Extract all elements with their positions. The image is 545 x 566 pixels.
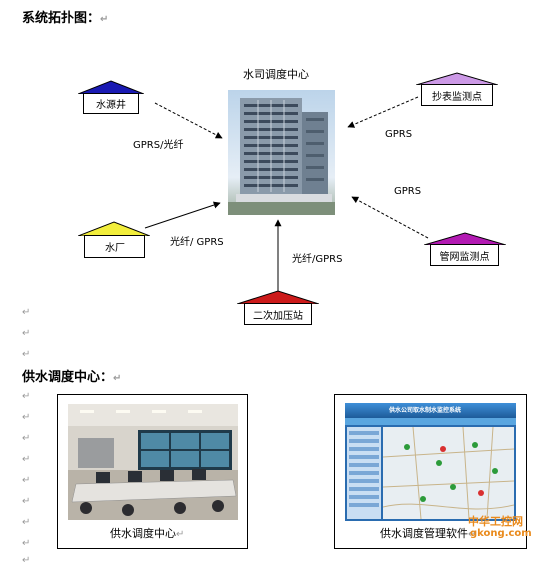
control-room-photo (68, 404, 238, 520)
booster-roof (237, 290, 319, 304)
node-meter-point: 抄表监测点 (421, 84, 493, 106)
paragraph-mark: ↵ (22, 555, 31, 566)
meter-point-roof (416, 72, 498, 85)
node-pipe-point: 管网监测点 (430, 244, 499, 266)
section-heading-dispatch: 供水调度中心：↵ (22, 370, 122, 385)
control-room-caption: 供水调度中心↵ (110, 527, 185, 540)
paragraph-mark: ↵ (22, 349, 31, 360)
software-titlebar: 供水公司取水制水监控系统 (345, 403, 516, 418)
software-screenshot: 供水公司取水制水监控系统 (345, 403, 516, 521)
control-room-frame: 供水调度中心↵ (57, 394, 248, 549)
software-map (382, 426, 515, 520)
link-plant-arrow (144, 201, 221, 229)
paragraph-mark: ↵ (22, 412, 31, 423)
link-source-arrow (154, 102, 223, 139)
watermark-logo: 中华工控网 (468, 515, 523, 528)
watermark-domain: gkong.com (470, 528, 532, 539)
link-label-booster: 光纤/GPRS (292, 254, 343, 265)
pipe-point-roof (424, 232, 506, 245)
paragraph-mark: ↵ (22, 496, 31, 507)
link-meter-arrow (347, 96, 419, 128)
paragraph-mark: ↵ (22, 307, 31, 318)
software-side-panel (347, 427, 381, 519)
center-title: 水司调度中心 (243, 68, 309, 81)
paragraph-mark: ↵ (113, 373, 122, 384)
paragraph-mark: ↵ (22, 454, 31, 465)
node-water-plant: 水厂 (84, 235, 145, 258)
software-frame: 供水公司取水制水监控系统 (334, 394, 527, 549)
paragraph-mark: ↵ (22, 538, 31, 549)
software-caption: 供水调度管理软件↵ (380, 527, 477, 540)
paragraph-mark: ↵ (100, 14, 109, 25)
paragraph-mark: ↵ (22, 391, 31, 402)
node-booster-station: 二次加压站 (244, 303, 312, 325)
topology-connectors (144, 96, 429, 292)
software-menubar (345, 418, 516, 425)
link-label-source: GPRS/光纤 (133, 140, 184, 151)
paragraph-mark: ↵ (22, 328, 31, 339)
node-water-source: 水源井 (83, 93, 139, 114)
water-plant-roof (78, 221, 150, 236)
paragraph-mark: ↵ (468, 529, 477, 540)
dispatch-building-image (228, 90, 335, 215)
section-heading-topology: 系统拓扑图：↵ (22, 11, 109, 26)
link-pipe-arrow (351, 196, 429, 239)
paragraph-mark: ↵ (22, 475, 31, 486)
link-label-plant: 光纤/ GPRS (170, 237, 224, 248)
paragraph-mark: ↵ (176, 529, 185, 540)
paragraph-mark: ↵ (22, 433, 31, 444)
link-label-meter: GPRS (385, 129, 413, 140)
link-label-pipe: GPRS (394, 186, 422, 197)
water-source-roof (78, 80, 144, 94)
software-title: 供水公司取水制水监控系统 (389, 407, 462, 414)
paragraph-mark: ↵ (22, 517, 31, 528)
